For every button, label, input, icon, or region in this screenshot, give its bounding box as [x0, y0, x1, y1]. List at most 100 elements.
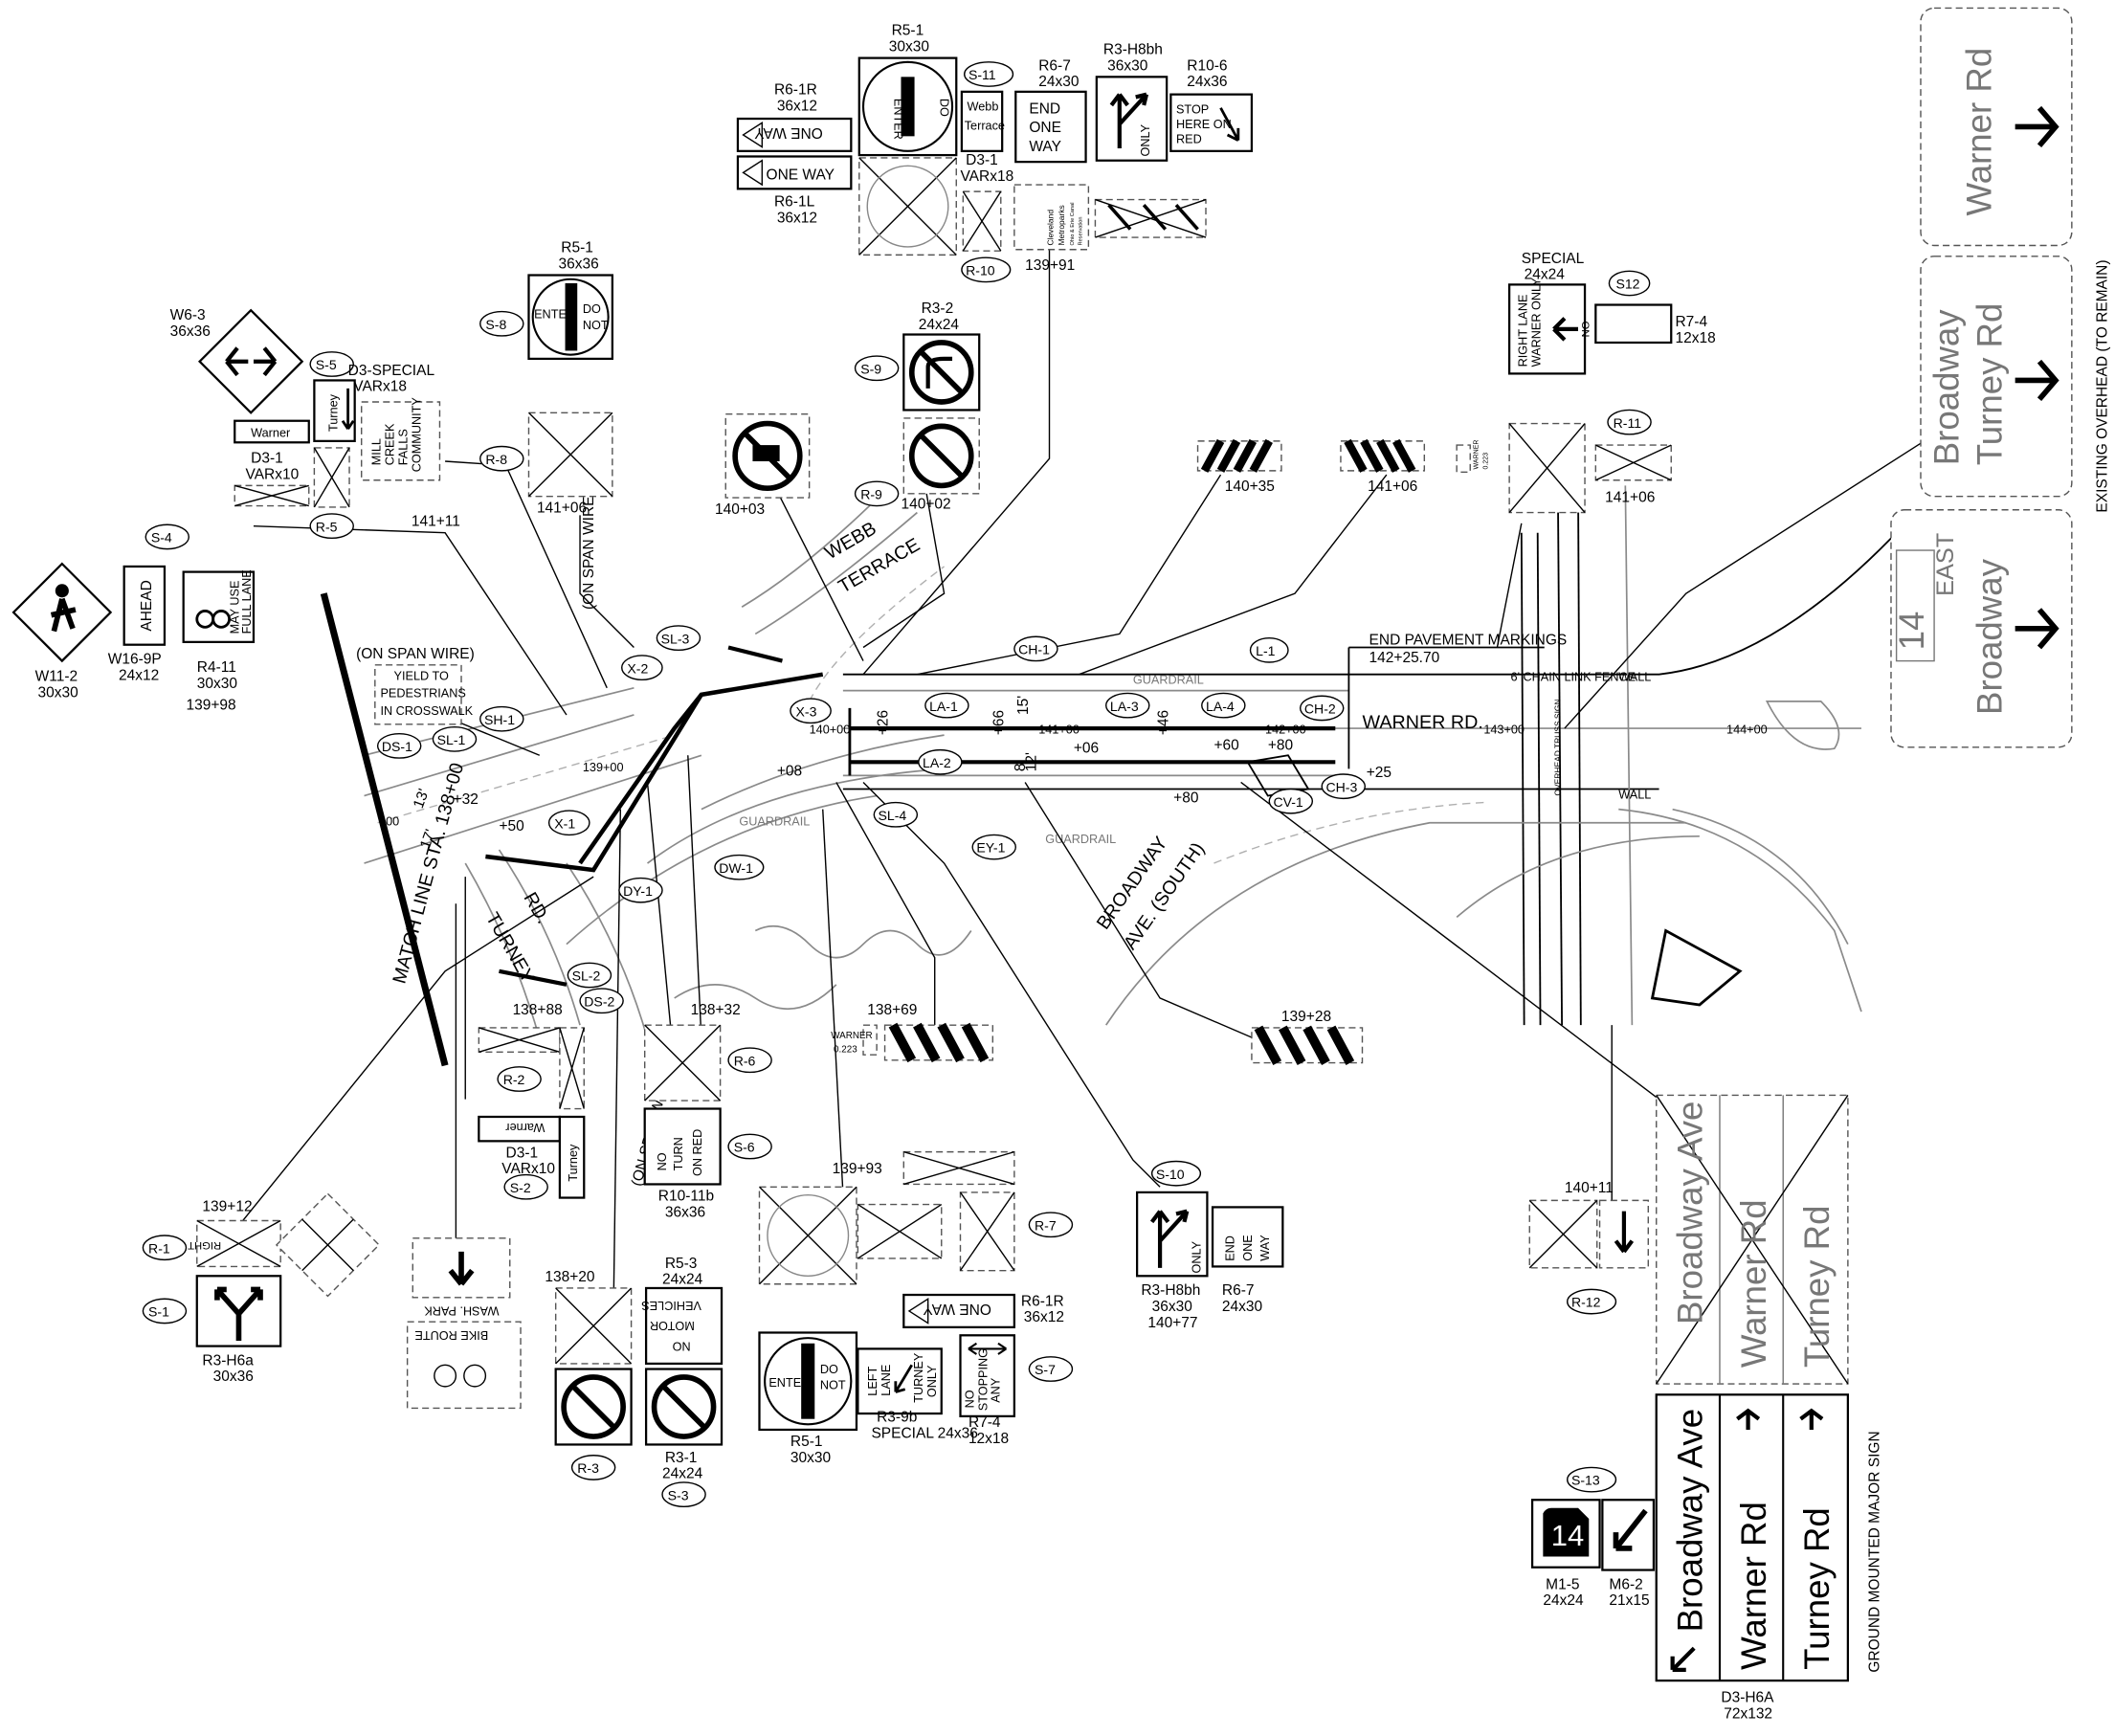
sign-r3-1: R3-1 24x24 — [644, 1368, 724, 1482]
station-139-93: 138+69 — [867, 1002, 917, 1018]
svg-text:M1-5: M1-5 — [1546, 1576, 1579, 1592]
svg-text:VARx10: VARx10 — [501, 1161, 555, 1177]
svg-text:12x18: 12x18 — [1675, 330, 1715, 346]
svg-text:24x24: 24x24 — [919, 317, 960, 333]
sign-r3-9b: LEFT LANE TURNEY ONLY R3-9b SPECIAL 24x3… — [857, 1347, 978, 1441]
svg-text:S-5: S-5 — [316, 357, 337, 372]
guardrail-label-1: GUARDRAIL — [739, 815, 810, 829]
svg-text:R-6: R-6 — [734, 1053, 756, 1068]
svg-text:R-7: R-7 — [1035, 1217, 1057, 1233]
svg-text:EAST: EAST — [1932, 533, 1959, 596]
tag-r10: R-10 — [961, 256, 1012, 283]
svg-text:D3-H6A: D3-H6A — [1721, 1690, 1774, 1706]
svg-text:Turney: Turney — [567, 1144, 580, 1182]
tag-la1: LA-1 — [924, 692, 969, 719]
station-p80b: +80 — [1173, 790, 1199, 807]
svg-text:Warner Rd: Warner Rd — [1959, 48, 1998, 216]
station-138-20: 139+12 — [202, 1199, 252, 1215]
tag-sh1: SH-1 — [479, 705, 524, 732]
svg-text:LA-2: LA-2 — [923, 755, 951, 770]
tag-s7: S-7 — [1028, 1356, 1074, 1382]
wall-label-2: WALL — [1618, 788, 1651, 801]
tag-s8: S-8 — [479, 310, 524, 337]
tag-dw1: DW-1 — [714, 854, 765, 880]
dim-15: 15' — [1015, 696, 1032, 715]
station-139-28: 138+32 — [691, 1002, 741, 1018]
svg-text:RIGHT: RIGHT — [188, 1239, 221, 1251]
svg-text:LANE: LANE — [879, 1365, 893, 1396]
station-139-00: 139+00 — [583, 761, 624, 774]
turney-rd-label-2: RD. — [520, 889, 554, 927]
station-00: 00 — [386, 815, 399, 829]
station-140-77: 139+28 — [1281, 1009, 1331, 1025]
svg-text:S-6: S-6 — [734, 1140, 755, 1155]
guardrail-label-2: GUARDRAIL — [1045, 833, 1116, 846]
sign-left-lane-removed — [857, 1203, 943, 1259]
sign-w6-3: W6-3 36x36 — [170, 307, 304, 414]
svg-text:36x12: 36x12 — [1024, 1309, 1064, 1325]
svg-text:SPECIAL 24x36: SPECIAL 24x36 — [871, 1425, 977, 1441]
svg-text:LA-1: LA-1 — [929, 699, 958, 714]
tag-r2: R-2 — [497, 1066, 542, 1092]
dim-17: 17' — [417, 827, 439, 851]
svg-text:EY-1: EY-1 — [976, 840, 1005, 856]
station-139-98: 141+06 — [537, 501, 587, 517]
sign-yield-pedestrians: (ON SPAN WIRE) YIELD TO PEDESTRIANS IN C… — [356, 646, 475, 725]
svg-text:SPECIAL: SPECIAL — [1522, 251, 1585, 267]
svg-text:DO: DO — [820, 1363, 838, 1376]
sign-r10-11b-removed — [643, 1024, 722, 1102]
sign-r6-1r-low: ONE WAY R6-1R 36x12 — [902, 1293, 1064, 1328]
svg-text:D3-1: D3-1 — [966, 152, 998, 168]
station-141-40: 140+11 — [1565, 1180, 1614, 1196]
svg-text:14: 14 — [1892, 612, 1931, 651]
tag-sl2: SL-2 — [567, 962, 612, 989]
station-140-08: 140+77 — [1147, 1315, 1197, 1331]
svg-text:R-5: R-5 — [316, 519, 338, 534]
road-labels: WARNER RD. WEBB TERRACE TURNEY RD. BROAD… — [389, 259, 2110, 1672]
sign-d3-1-low: Warner Turney D3-1 VARx10 — [478, 1115, 586, 1199]
svg-text:R5-1: R5-1 — [790, 1434, 823, 1450]
svg-text:ANY: ANY — [989, 1377, 1002, 1403]
sign-r5-1-mid: R5-1 36x36 ENTER DO NOT — [527, 240, 613, 498]
svg-text:S-3: S-3 — [668, 1487, 689, 1502]
sign-one-way-removed — [902, 1150, 1015, 1186]
tag-r12: R-12 — [1567, 1288, 1617, 1315]
sign-r5-1-top: R5-1 30x30 ENTER DO — [857, 23, 958, 256]
svg-text:MILL: MILL — [369, 438, 383, 465]
tag-s3: S-3 — [661, 1481, 706, 1508]
tag-s4: S-4 — [145, 523, 190, 550]
svg-text:NOT: NOT — [820, 1379, 846, 1392]
svg-text:Metroparks: Metroparks — [1057, 205, 1066, 245]
sign-r5-3: R5-3 24x24 NO MOTOR VEHICLES — [641, 1256, 724, 1366]
sign-no-trucks — [724, 412, 811, 499]
svg-text:MAY USE: MAY USE — [228, 581, 241, 634]
svg-text:Turney Rd: Turney Rd — [1970, 303, 2010, 466]
sign-d3-special: D3-SPECIAL VARx18 Turney MILL CREEK FALL… — [313, 363, 441, 481]
tag-s1: S-1 — [142, 1298, 188, 1324]
svg-text:VARx10: VARx10 — [246, 466, 300, 482]
svg-text:R5-1: R5-1 — [892, 23, 924, 39]
svg-text:Warner Rd: Warner Rd — [1734, 1502, 1773, 1670]
svg-text:CREEK: CREEK — [384, 423, 397, 465]
svg-text:R3-1: R3-1 — [665, 1450, 698, 1466]
tag-x1: X-1 — [547, 810, 590, 836]
svg-text:X-1: X-1 — [554, 815, 575, 831]
svg-text:Warner: Warner — [505, 1121, 545, 1134]
svg-text:36x36: 36x36 — [170, 323, 211, 340]
sign-r3-2-removed — [902, 417, 980, 495]
svg-text:SL-3: SL-3 — [661, 631, 690, 646]
station-140-03: 140+03 — [715, 501, 765, 518]
tag-x2: X-2 — [621, 655, 663, 681]
svg-text:S-9: S-9 — [860, 361, 881, 376]
tag-s9: S-9 — [854, 355, 900, 382]
svg-text:Webb: Webb — [968, 100, 999, 114]
warner-rd-label: WARNER RD. — [1362, 712, 1482, 733]
svg-text:30x30: 30x30 — [197, 676, 238, 692]
svg-text:21x15: 21x15 — [1609, 1592, 1649, 1609]
svg-text:LEFT: LEFT — [866, 1366, 879, 1395]
sign-r7-4-low: NO STOPPING ANY R7-4 12x18 — [959, 1334, 1015, 1447]
tag-r5: R-5 — [309, 513, 354, 540]
sign-r5-1-low: ENTER DO NOT R5-1 30x30 — [758, 1331, 858, 1466]
svg-text:0.223: 0.223 — [834, 1044, 857, 1055]
tag-r3: R-3 — [570, 1455, 616, 1480]
